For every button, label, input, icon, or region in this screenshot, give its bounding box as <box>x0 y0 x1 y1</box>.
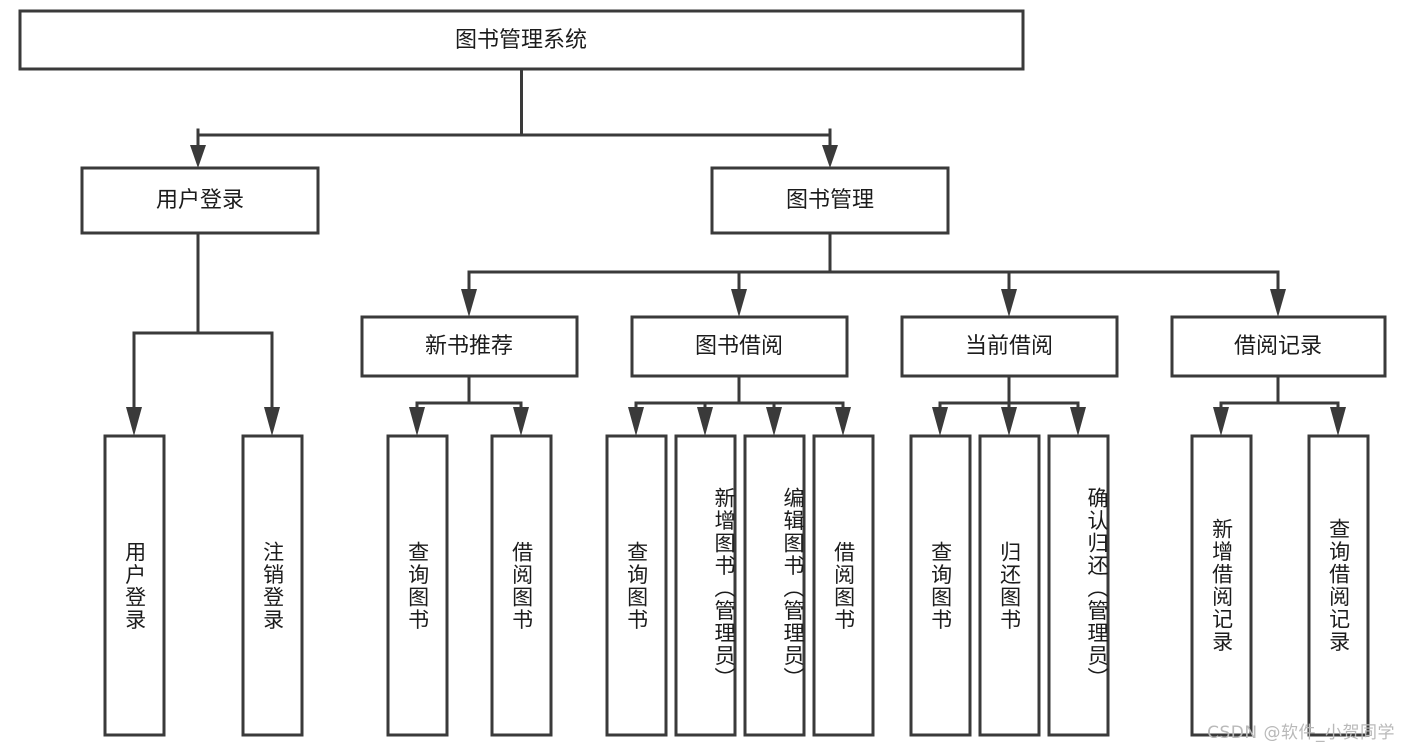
leaf-box-user-login[interactable] <box>103 434 166 737</box>
arrowhead-bookborrow-leaf1 <box>628 407 644 436</box>
arrowhead-newbook-leaf2 <box>513 407 529 436</box>
node-book-borrow[interactable] <box>630 315 849 378</box>
arrowhead-book-borrow <box>731 289 747 317</box>
arrowhead-bookborrow-leaf4 <box>835 407 851 436</box>
leaf-box-add-book[interactable] <box>674 434 737 737</box>
leaf-box-borrow-book-1[interactable] <box>490 434 553 737</box>
arrowhead-leaf-user-login <box>126 407 142 436</box>
node-borrow-record-label: 借阅记录 <box>1234 334 1322 359</box>
arrowhead-user-login <box>190 145 206 168</box>
node-new-book-recommend[interactable] <box>360 315 579 378</box>
leaf-box-query-book-3[interactable] <box>909 434 972 737</box>
leaf-box-logout[interactable] <box>241 434 304 737</box>
arrowhead-new-book-rec <box>461 289 477 317</box>
arrowhead-newbook-leaf1 <box>409 407 425 436</box>
node-current-borrow[interactable] <box>900 315 1119 378</box>
arrowhead-leaf-logout <box>264 407 280 436</box>
arrowhead-bookborrow-leaf3 <box>766 407 782 436</box>
node-new-book-recommend-label: 新书推荐 <box>425 334 513 359</box>
connector-group <box>126 67 1346 436</box>
leaf-box-query-borrow-record[interactable] <box>1307 434 1370 737</box>
arrowhead-borrowrecord-leaf2 <box>1330 407 1346 436</box>
node-book-manage[interactable] <box>710 166 950 235</box>
arrowhead-borrowrecord-leaf1 <box>1213 407 1229 436</box>
arrowhead-book-manage <box>822 145 838 168</box>
node-book-manage-label: 图书管理 <box>786 188 874 213</box>
leaf-box-query-book-1[interactable] <box>386 434 449 737</box>
node-user-login-label: 用户登录 <box>156 188 244 213</box>
leaf-box-return-book[interactable] <box>978 434 1041 737</box>
arrowhead-currentborrow-leaf3 <box>1070 407 1086 436</box>
leaf-box-query-book-2[interactable] <box>605 434 668 737</box>
arrowhead-currentborrow-leaf2 <box>1001 407 1017 436</box>
node-borrow-record[interactable] <box>1170 315 1387 378</box>
csdn-watermark: CSDN @软件_小贺同学 <box>1207 723 1395 743</box>
arrowhead-bookborrow-leaf2 <box>697 407 713 436</box>
arrowhead-currentborrow-leaf1 <box>932 407 948 436</box>
node-current-borrow-label: 当前借阅 <box>965 334 1053 359</box>
leaf-box-confirm-return[interactable] <box>1047 434 1110 737</box>
node-user-login[interactable] <box>80 166 320 235</box>
leaf-box-edit-book[interactable] <box>743 434 806 737</box>
node-book-borrow-label: 图书借阅 <box>695 334 783 359</box>
node-root-label: 图书管理系统 <box>455 28 587 53</box>
node-root[interactable] <box>18 9 1025 71</box>
arrowhead-borrow-record <box>1270 289 1286 317</box>
leaf-box-borrow-book-2[interactable] <box>812 434 875 737</box>
arrowhead-current-borrow <box>1001 289 1017 317</box>
leaf-box-add-borrow-record[interactable] <box>1190 434 1253 737</box>
